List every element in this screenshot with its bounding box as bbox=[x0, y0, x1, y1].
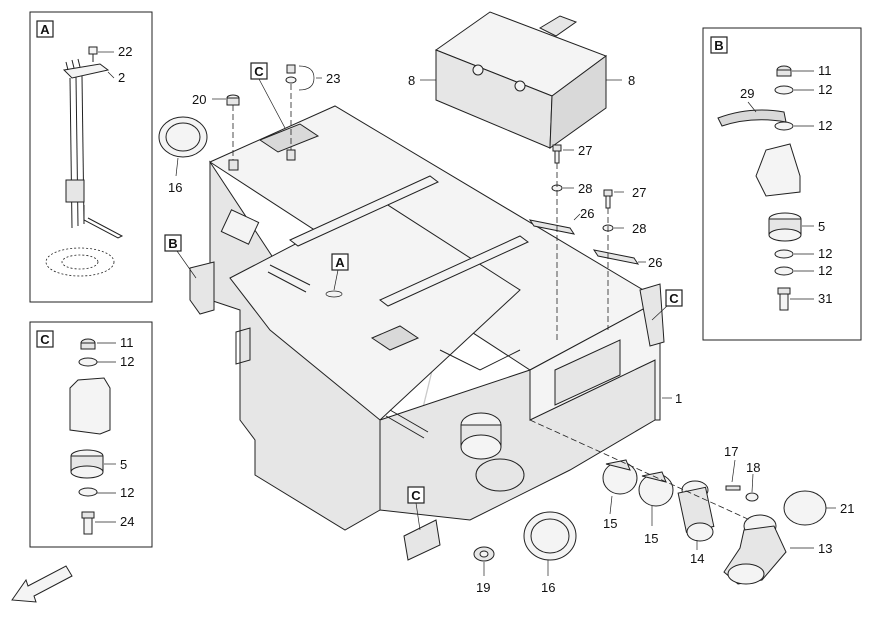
callout-b-12a: 12 bbox=[818, 82, 832, 97]
inset-b: B 11 12 29 12 5 12 12 31 bbox=[702, 27, 862, 341]
tag-a-main: A bbox=[335, 255, 345, 270]
callout-18: 18 bbox=[746, 460, 760, 475]
callout-16-top: 16 bbox=[168, 180, 182, 195]
callout-15a: 15 bbox=[603, 516, 617, 531]
callout-22: 22 bbox=[118, 44, 132, 59]
callout-1: 1 bbox=[675, 391, 682, 406]
callout-26b: 26 bbox=[648, 255, 662, 270]
callout-b-31: 31 bbox=[818, 291, 832, 306]
callout-27a: 27 bbox=[578, 143, 592, 158]
inset-b-tag: B bbox=[714, 38, 723, 53]
callout-c-24: 24 bbox=[120, 514, 134, 529]
callout-8-left: 8 bbox=[408, 73, 415, 88]
callout-28a: 28 bbox=[578, 181, 592, 196]
callout-28b: 28 bbox=[632, 221, 646, 236]
callout-8-right: 8 bbox=[628, 73, 635, 88]
tag-b-main: B bbox=[168, 236, 177, 251]
callout-2: 2 bbox=[118, 70, 125, 85]
callout-17: 17 bbox=[724, 444, 738, 459]
callout-23: 23 bbox=[326, 71, 340, 86]
callout-15b: 15 bbox=[644, 531, 658, 546]
callout-c-12b: 12 bbox=[120, 485, 134, 500]
callout-26a: 26 bbox=[580, 206, 594, 221]
cap-and-vent bbox=[158, 64, 297, 171]
callout-13: 13 bbox=[818, 541, 832, 556]
callout-b-11: 11 bbox=[818, 63, 832, 78]
callout-c-5: 5 bbox=[120, 457, 127, 472]
tag-c-top: C bbox=[254, 64, 264, 79]
tag-c-bottom: C bbox=[411, 488, 421, 503]
battery-fasteners bbox=[528, 144, 640, 340]
fuel-tank bbox=[189, 105, 665, 561]
callout-19: 19 bbox=[476, 580, 490, 595]
fuel-sender-unit bbox=[45, 46, 124, 277]
bottom-parts bbox=[473, 419, 827, 585]
callout-16-bottom: 16 bbox=[541, 580, 555, 595]
callout-27b: 27 bbox=[632, 185, 646, 200]
callout-b-29: 29 bbox=[740, 86, 754, 101]
callout-14: 14 bbox=[690, 551, 704, 566]
inset-c-tag: C bbox=[40, 332, 50, 347]
tag-c-right: C bbox=[669, 291, 679, 306]
direction-arrow-icon bbox=[11, 565, 73, 603]
callout-20: 20 bbox=[192, 92, 206, 107]
main-tags: B C A C C bbox=[164, 62, 683, 531]
callout-c-12a: 12 bbox=[120, 354, 134, 369]
callout-b-12d: 12 bbox=[818, 263, 832, 278]
callout-b-12c: 12 bbox=[818, 246, 832, 261]
inset-a: A 22 2 bbox=[29, 11, 153, 303]
inset-c: C 11 12 5 12 24 bbox=[29, 321, 153, 548]
callout-c-11: 11 bbox=[120, 335, 134, 350]
callout-21: 21 bbox=[840, 501, 854, 516]
inset-a-tag: A bbox=[40, 22, 50, 37]
battery bbox=[434, 11, 608, 149]
callout-b-12b: 12 bbox=[818, 118, 832, 133]
callout-b-5: 5 bbox=[818, 219, 825, 234]
